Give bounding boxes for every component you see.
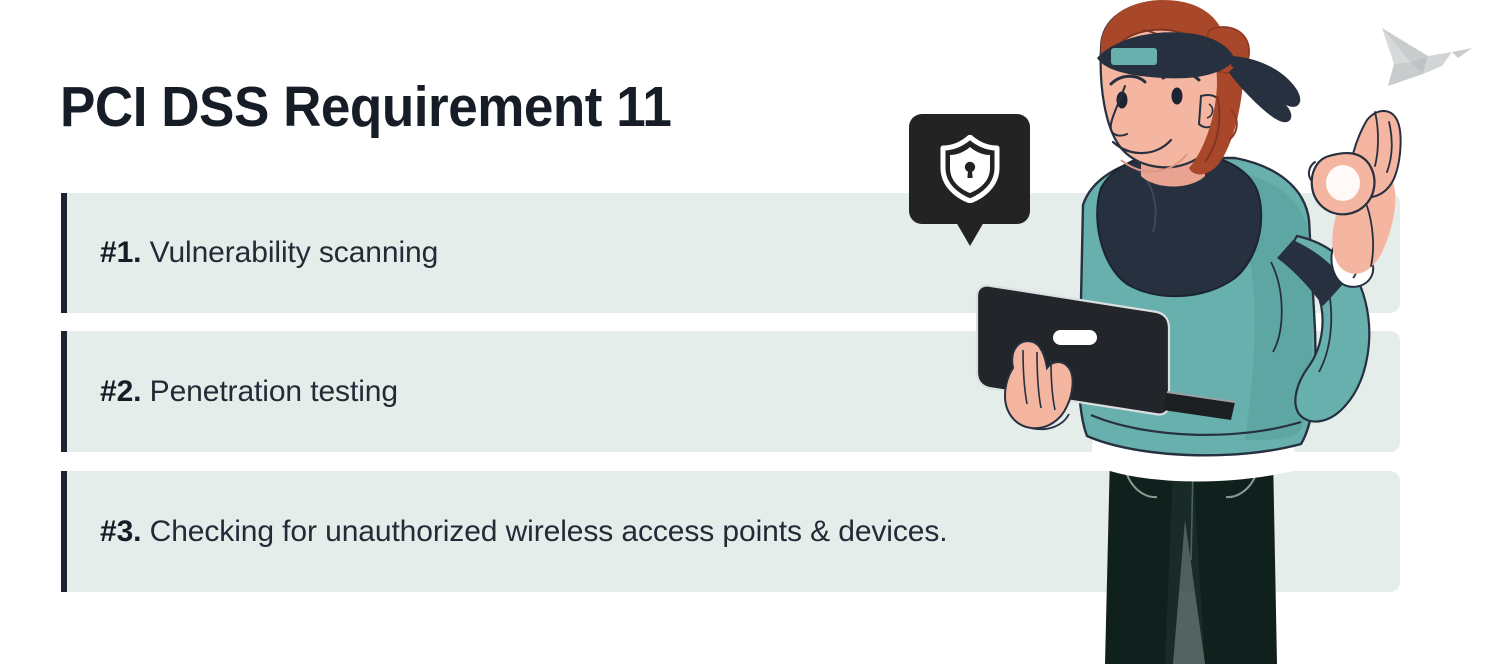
requirement-number-1: #1. (100, 236, 142, 269)
speech-bubble (909, 114, 1030, 246)
eye-left (1116, 91, 1128, 109)
requirement-number-3: #3. (100, 514, 142, 548)
neck (1141, 120, 1205, 187)
thumb-crease (1307, 161, 1316, 181)
requirement-text-3: #3. Checking for unauthorized wireless a… (61, 515, 948, 549)
hair-strand-3 (1204, 95, 1221, 163)
origami-bird-logo (1382, 28, 1472, 86)
nose (1109, 85, 1128, 137)
requirement-text-2: #2. Penetration testing (61, 375, 398, 409)
requirement-number-2: #2. (100, 374, 142, 408)
requirement-label-1: Vulnerability scanning (149, 236, 439, 269)
headband (1097, 32, 1235, 79)
hair-strand-1 (1114, 28, 1194, 49)
page-title: PCI DSS Requirement 11 (60, 75, 672, 139)
hand-right (1348, 110, 1402, 198)
hair-bun (1205, 26, 1250, 74)
requirement-card-2: #2. Penetration testing (61, 331, 1400, 452)
face (1100, 2, 1228, 168)
requirement-card-1: #1. Vulnerability scanning (61, 193, 1400, 313)
headband-patch (1111, 48, 1157, 65)
eyebrow-left (1109, 74, 1147, 86)
requirement-label-2: Penetration testing (149, 374, 398, 408)
hair-back (1189, 35, 1244, 175)
speech-bubble-tail (955, 222, 984, 246)
shield-lock-icon (940, 135, 999, 203)
hair-strand-2 (1142, 29, 1196, 77)
headband-tail-upper (1231, 56, 1301, 107)
headband-tail-lower (1229, 66, 1292, 123)
requirement-card-3: #3. Checking for unauthorized wireless a… (61, 471, 1400, 592)
finger-line-1 (1374, 111, 1379, 167)
hair-strand-4 (1228, 109, 1238, 141)
finger-line-2 (1386, 121, 1393, 173)
face-outline (1099, 0, 1229, 169)
ear-detail (1206, 103, 1214, 119)
eye-right (1171, 87, 1183, 105)
mouth (1111, 138, 1173, 155)
eyebrow-right (1161, 71, 1201, 82)
hair-top (1100, 0, 1230, 112)
ear (1197, 94, 1223, 129)
requirement-label-3: Checking for unauthorized wireless acces… (149, 514, 948, 548)
requirement-text-1: #1. Vulnerability scanning (61, 236, 438, 270)
chin-line (1120, 153, 1188, 173)
